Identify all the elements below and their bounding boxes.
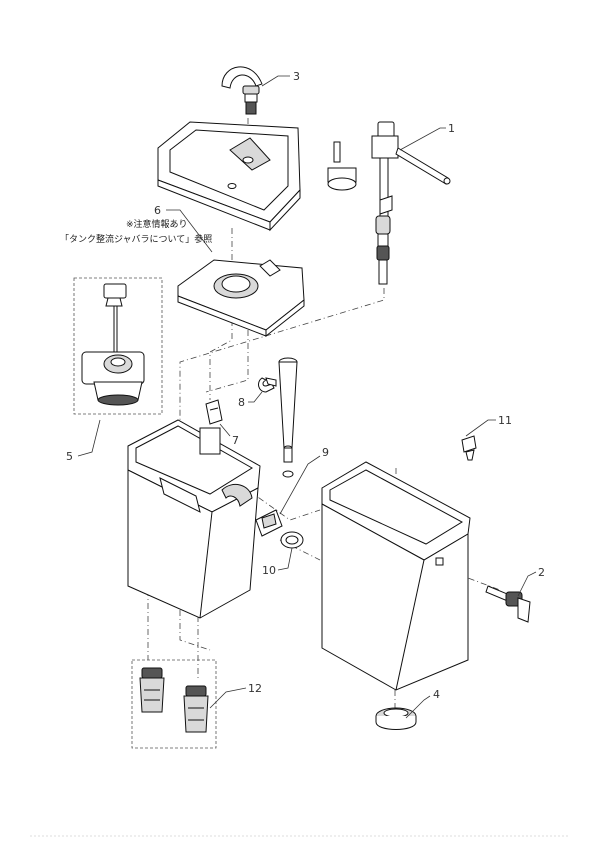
callout-10: 10 (262, 564, 276, 577)
part-11-cap (461, 435, 477, 461)
callout-2: 2 (538, 566, 545, 579)
callout-11: 11 (498, 414, 512, 427)
part-6-flow-rectifier-plate (177, 259, 305, 338)
part-1-fill-valve (327, 121, 451, 285)
part-3-faucet-spout (221, 66, 263, 115)
callout-5: 5 (66, 450, 73, 463)
caution-note-line-2: 「タンク整流ジャバラについて」参照 (60, 233, 212, 245)
callout-1: 1 (448, 122, 455, 135)
part-9-gasket (255, 509, 283, 537)
part-4-gasket-ring (375, 707, 417, 730)
callout-12: 12 (248, 682, 262, 695)
callout-labels: 1 2 3 4 5 6 7 8 9 10 11 12 (66, 70, 545, 701)
caution-note-line-1: ※注意情報あり (126, 218, 188, 230)
part-12-feet (131, 659, 217, 749)
leader-lines (77, 75, 537, 719)
part-5-flush-valve (73, 277, 163, 415)
tank-lid (157, 121, 301, 232)
part-7-bracket (205, 399, 223, 425)
part-8-clip (258, 377, 277, 393)
callout-8: 8 (238, 396, 245, 409)
part-10-ring (280, 531, 304, 549)
callout-4: 4 (433, 688, 440, 701)
overflow-pipe (278, 357, 298, 478)
callout-9: 9 (322, 446, 329, 459)
callout-7: 7 (232, 434, 239, 447)
inner-tank (127, 419, 261, 619)
callout-6: 6 (154, 204, 161, 217)
outer-tank (321, 461, 471, 691)
caution-note: ※注意情報あり 「タンク整流ジャバラについて」参照 (60, 218, 212, 245)
part-2-lever-handle (485, 585, 531, 623)
callout-3: 3 (293, 70, 300, 83)
